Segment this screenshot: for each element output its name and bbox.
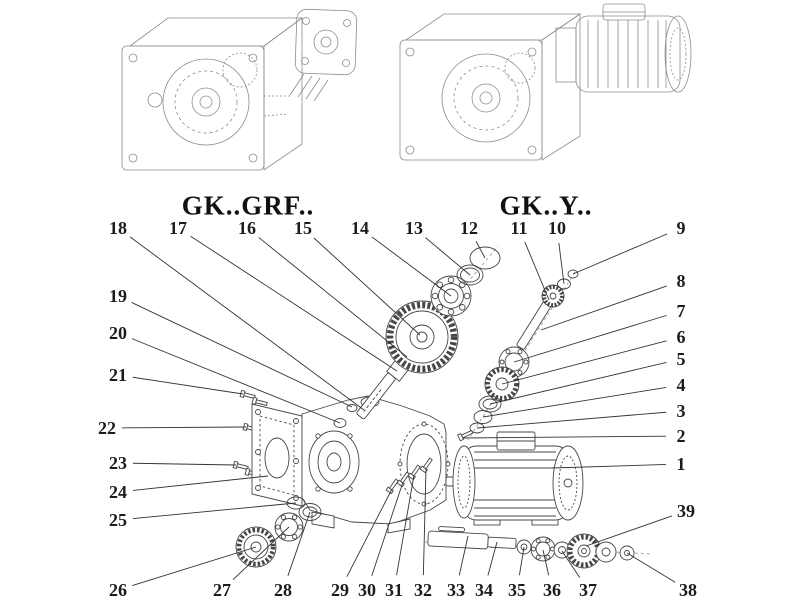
- leader-line-13: [425, 237, 471, 276]
- output-shaft-assembly: [427, 526, 635, 569]
- leader-line-33: [458, 535, 469, 576]
- leader-line-35: [518, 546, 525, 576]
- leader-line-38: [626, 552, 676, 583]
- leader-line-29: [346, 488, 393, 577]
- leader-line-31: [396, 474, 415, 576]
- leader-line-9: [572, 233, 668, 275]
- leader-line-30: [371, 481, 404, 576]
- leader-line-10: [558, 242, 565, 285]
- leader-line-39: [585, 515, 672, 547]
- bevel-pinion-train: [457, 269, 579, 442]
- leader-line-37: [561, 550, 581, 578]
- gear-housing: [301, 395, 451, 534]
- leader-line-28: [287, 511, 311, 576]
- leader-line-17: [190, 235, 398, 372]
- illustration-gk-grf: [121, 8, 358, 171]
- leader-line-21: [132, 376, 244, 395]
- leader-line-5: [489, 362, 667, 405]
- leader-line-22: [121, 426, 247, 429]
- leader-line-20: [131, 338, 341, 424]
- leader-line-1: [551, 464, 667, 469]
- leader-line-2: [462, 435, 667, 439]
- leader-line-32: [422, 467, 427, 576]
- leader-line-7: [513, 314, 667, 363]
- leader-line-16: [258, 237, 408, 358]
- output-bearing-set: [235, 503, 322, 568]
- leader-line-8: [540, 285, 667, 331]
- leader-line-23: [132, 462, 237, 466]
- model-label-gk-grf: GK..GRF..: [181, 190, 315, 221]
- leader-line-6: [501, 340, 667, 385]
- electric-motor: [445, 431, 584, 526]
- output-flange-plate: [251, 403, 303, 507]
- leader-line-14: [371, 236, 452, 297]
- leader-line-4: [482, 386, 667, 418]
- leader-line-19: [131, 302, 353, 408]
- leader-line-3: [476, 411, 667, 429]
- leader-line-34: [487, 541, 498, 576]
- shim-ring: [286, 496, 306, 510]
- leader-line-36: [542, 549, 550, 576]
- leader-line-15: [313, 237, 421, 336]
- leader-line-12: [475, 241, 486, 259]
- leader-line-24: [132, 475, 269, 491]
- leader-line-18: [129, 236, 365, 411]
- leader-lines: [121, 233, 676, 586]
- leader-line-11: [524, 241, 550, 301]
- model-label-gk-y: GK..Y..: [499, 190, 593, 221]
- exploded-view: [232, 245, 653, 569]
- illustration-gk-y: [399, 3, 692, 161]
- leader-line-26: [132, 546, 257, 586]
- leader-line-27: [232, 526, 290, 581]
- leader-line-25: [132, 502, 297, 520]
